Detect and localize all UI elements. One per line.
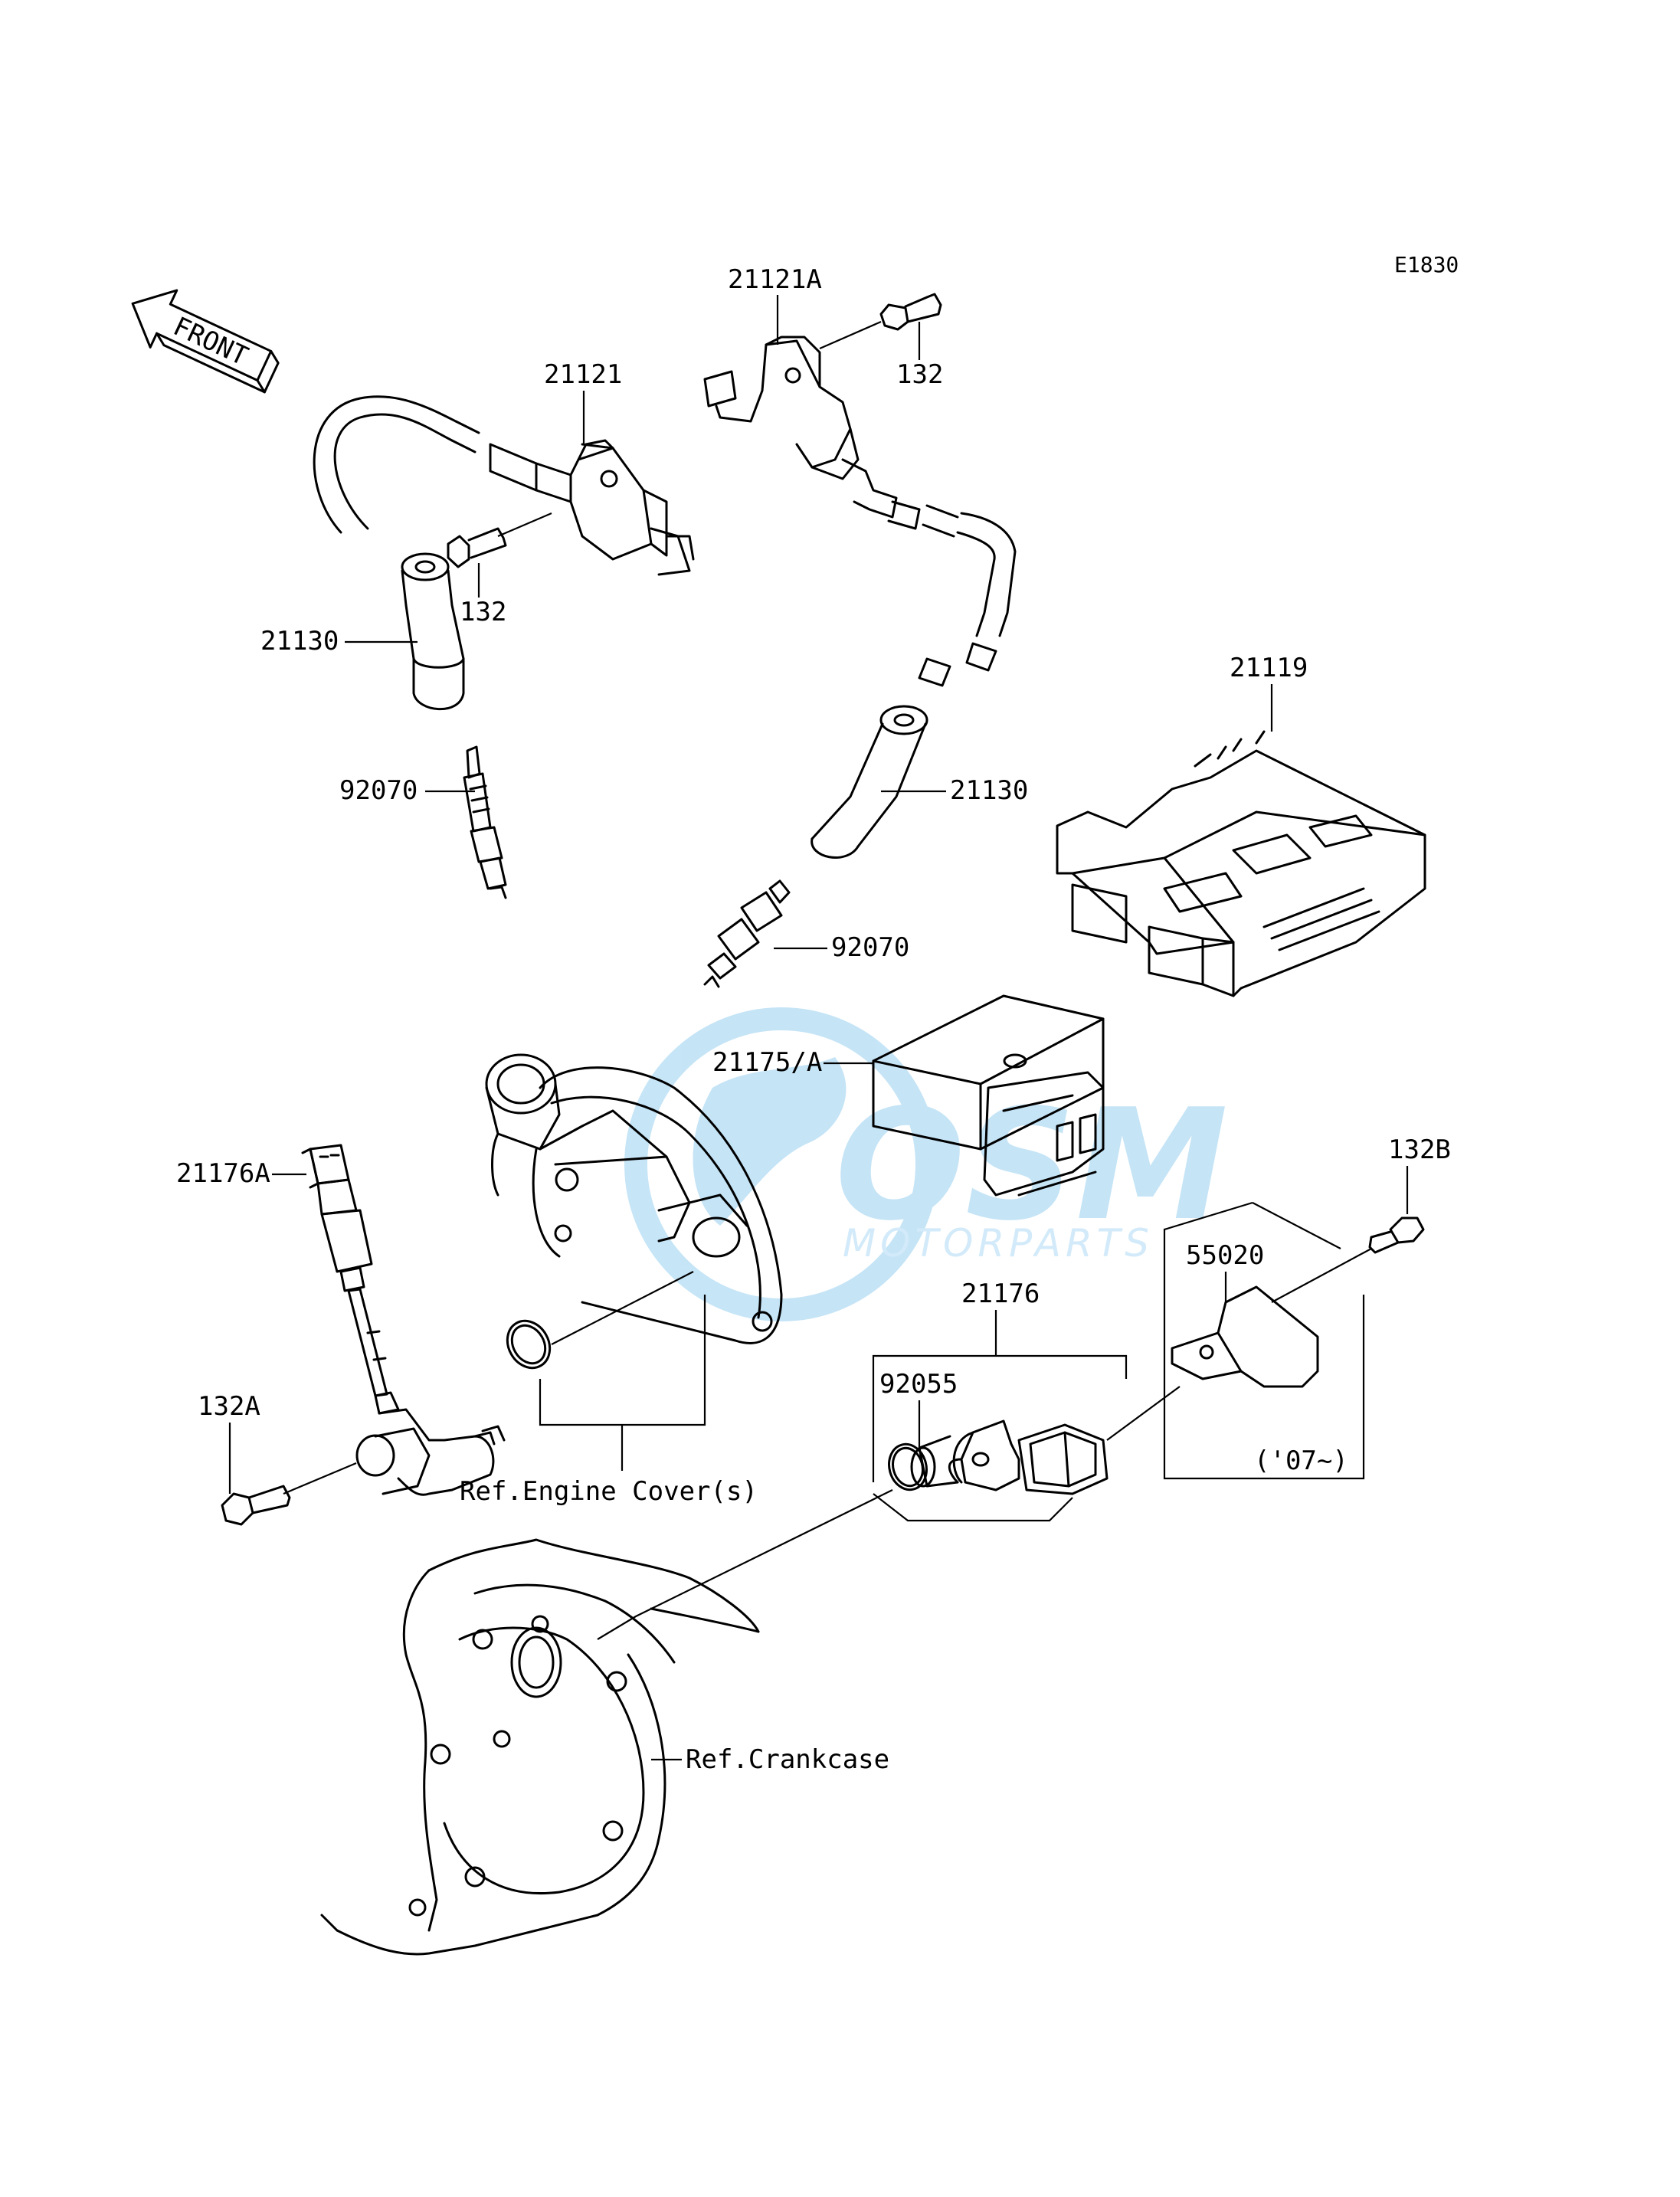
label-92070-right: 92070	[774, 932, 909, 963]
watermark-continents	[693, 1057, 847, 1226]
label-132A: 132A	[198, 1391, 260, 1494]
label-year-07: ('07~)	[1254, 1446, 1348, 1476]
o-ring-92055	[888, 1442, 928, 1491]
svg-text:21130: 21130	[950, 775, 1028, 806]
svg-text:21130: 21130	[260, 626, 339, 656]
ecu-21119	[1056, 730, 1426, 997]
bolt-132A	[221, 1462, 357, 1526]
label-21121: 21121	[544, 359, 622, 444]
label-132-left: 132	[460, 563, 506, 627]
label-21121A: 21121A	[728, 264, 822, 345]
bracket-55020	[1171, 1285, 1319, 1388]
label-132B: 132B	[1388, 1135, 1451, 1214]
diagram-code: E1830	[1394, 252, 1459, 277]
plug-cap-left	[401, 552, 465, 711]
ignition-coil-right	[703, 336, 1017, 687]
watermark-brand: OSM	[835, 1076, 1228, 1255]
o-ring-cover	[506, 1319, 552, 1370]
engine-cover	[485, 1053, 783, 1344]
label-21119: 21119	[1230, 653, 1308, 732]
svg-text:92070: 92070	[831, 932, 909, 963]
crankcase	[320, 1538, 760, 1956]
label-92070-left: 92070	[339, 775, 475, 806]
year-bracket-box	[1163, 1201, 1365, 1480]
ignitor-21175A	[872, 994, 1105, 1197]
svg-text:21176A: 21176A	[176, 1158, 270, 1189]
label-21176A: 21176A	[176, 1158, 306, 1189]
label-21130-right: 21130	[881, 775, 1028, 806]
svg-text:Ref.Crankcase: Ref.Crankcase	[686, 1744, 889, 1775]
label-ref-engine-cover: Ref.Engine Cover(s)	[460, 1476, 758, 1507]
spark-plug-right	[703, 879, 791, 988]
ignition-coil-left	[313, 395, 695, 576]
label-21175A: 21175/A	[712, 1047, 873, 1078]
svg-text:21176: 21176	[961, 1279, 1040, 1309]
svg-text:132: 132	[896, 359, 943, 390]
sensor-group-box	[872, 1354, 1128, 1522]
crank-sensor-21176	[910, 1419, 1109, 1495]
svg-text:132: 132	[460, 597, 506, 627]
svg-text:21175/A: 21175/A	[712, 1047, 822, 1078]
label-132-top: 132	[896, 322, 943, 390]
plug-cap-right	[811, 705, 928, 859]
svg-text:92055: 92055	[879, 1369, 958, 1400]
front-label: FRONT	[169, 311, 253, 372]
svg-text:21119: 21119	[1230, 653, 1308, 683]
label-21130-left: 21130	[260, 626, 418, 656]
spark-plug-left	[463, 745, 507, 899]
svg-text:132A: 132A	[198, 1391, 260, 1422]
bolt-132B	[1271, 1216, 1425, 1303]
svg-text:55020: 55020	[1186, 1240, 1264, 1271]
label-92055: 92055	[879, 1369, 958, 1448]
pickup-coil-21176A	[301, 1144, 506, 1496]
watermark-sub: MOTORPARTS	[843, 1221, 1154, 1265]
bolt-132-left	[447, 512, 552, 568]
svg-text:92070: 92070	[339, 775, 418, 806]
svg-text:21121: 21121	[544, 359, 622, 390]
svg-text:21121A: 21121A	[728, 264, 822, 295]
label-55020: 55020	[1186, 1240, 1264, 1302]
bolt-132-top	[819, 293, 942, 350]
front-direction-arrow: FRONT	[131, 289, 280, 394]
svg-text:132B: 132B	[1388, 1135, 1451, 1165]
label-21176: 21176	[961, 1279, 1040, 1309]
label-ref-crankcase: Ref.Crankcase	[651, 1744, 889, 1775]
